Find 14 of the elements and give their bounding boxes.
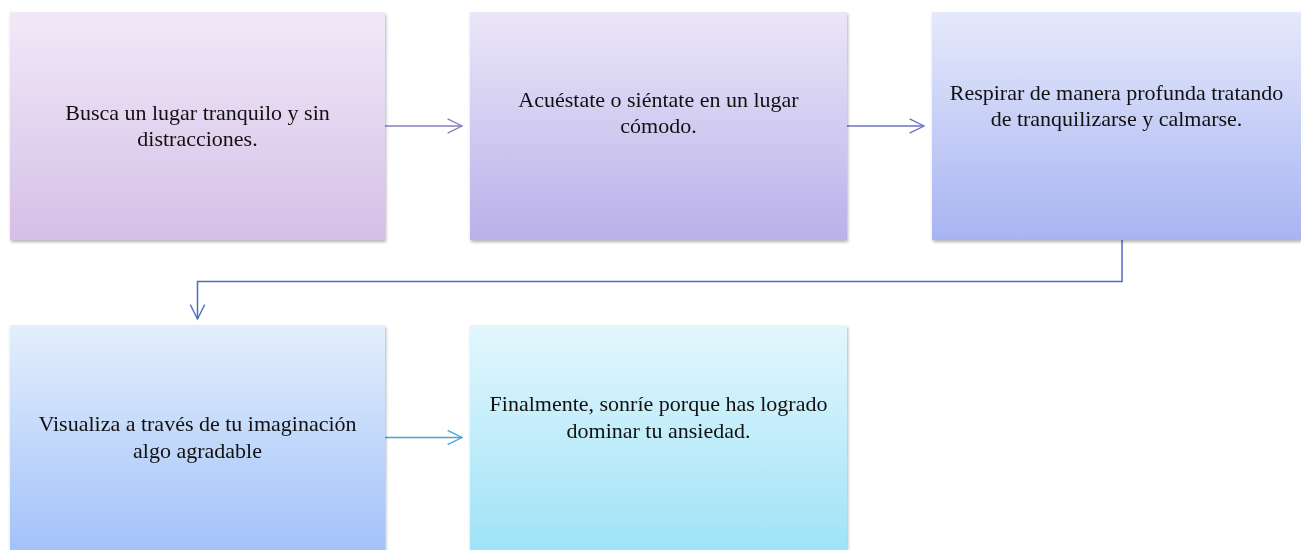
process-box xyxy=(10,325,385,550)
process-box xyxy=(932,12,1301,240)
arrow xyxy=(384,118,463,134)
step-text: Busca un lugar tranquilo y sin distracciones. xyxy=(64,99,331,153)
arrow xyxy=(384,429,463,446)
step-text: Respirar de manera profunda tratando de tranquilizarse y calmarse. xyxy=(948,79,1285,133)
process-box xyxy=(470,325,847,550)
step-text: Finalmente, sonríe porque has logrado dominar tu ansiedad. xyxy=(488,391,829,444)
step-text: Visualiza a través de tu imaginación algo agradable xyxy=(37,411,358,464)
process-box xyxy=(470,12,847,240)
step-text: Acuéstate o siéntate en un lugar cómodo. xyxy=(517,86,800,140)
arrow xyxy=(846,118,925,134)
process-box xyxy=(10,12,385,240)
arrow xyxy=(189,239,1123,320)
